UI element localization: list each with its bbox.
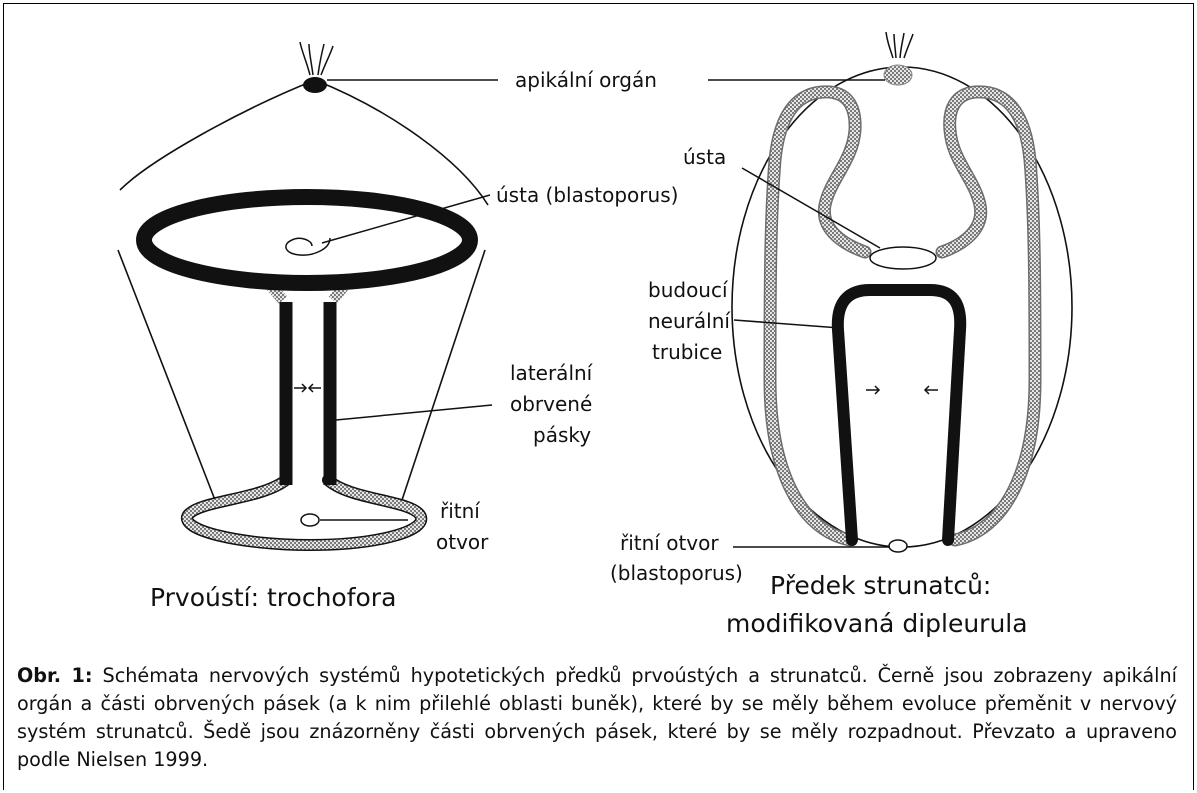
title-dipleurula-2: modifikovaná dipleurula — [726, 609, 1028, 638]
label-mouth-blastoporus: ústa (blastoporus) — [496, 183, 678, 207]
label-lateral-2: obrvené — [510, 392, 592, 416]
apical-organ — [303, 77, 327, 93]
anus-symbol-right — [889, 540, 907, 552]
label-tube-1: budoucí — [648, 278, 729, 302]
label-tube-2: neurální — [648, 309, 731, 333]
label-lateral-3: pásky — [533, 423, 591, 447]
label-anus-2: otvor — [436, 530, 489, 554]
grey-outer-band — [770, 92, 1035, 540]
apical-cilia — [300, 42, 333, 75]
label-mouth-right: ústa — [683, 145, 726, 169]
title-trochophore: Prvoústí: trochofora — [150, 583, 396, 612]
leader-lines-left — [320, 80, 498, 520]
label-anus-right-1: řitní otvor — [620, 531, 719, 555]
dipleurula-diagram: ústa budoucí neurální trubice řitní otvo… — [610, 32, 1072, 638]
mouth-symbol-right — [870, 247, 936, 269]
label-lateral-1: laterální — [510, 361, 594, 385]
convergence-arrows-right — [866, 386, 938, 394]
mouth-symbol — [286, 238, 330, 255]
label-anus-1: řitní — [440, 499, 481, 523]
neural-tube — [838, 290, 960, 540]
apical-organ-right — [884, 65, 912, 85]
apical-cilia-right — [886, 32, 913, 58]
leader-lines-right — [708, 80, 890, 547]
title-dipleurula-1: Předek strunatců: — [770, 571, 991, 600]
convergence-arrows — [294, 384, 321, 392]
label-tube-3: trubice — [652, 340, 722, 364]
caption-label: Obr. 1: — [17, 664, 93, 687]
label-anus-right-2: (blastoporus) — [610, 561, 743, 585]
label-apical-organ: apikální orgán — [515, 68, 657, 92]
trochophore-diagram: apikální orgán ústa (blastoporus) laterá… — [118, 42, 678, 612]
anus-symbol — [301, 514, 319, 526]
caption-text: Schémata nervových systémů hypotetických… — [17, 664, 1177, 771]
diagram-canvas: apikální orgán ústa (blastoporus) laterá… — [0, 0, 1197, 660]
figure-caption: Obr. 1: Schémata nervových systémů hypot… — [17, 662, 1177, 774]
